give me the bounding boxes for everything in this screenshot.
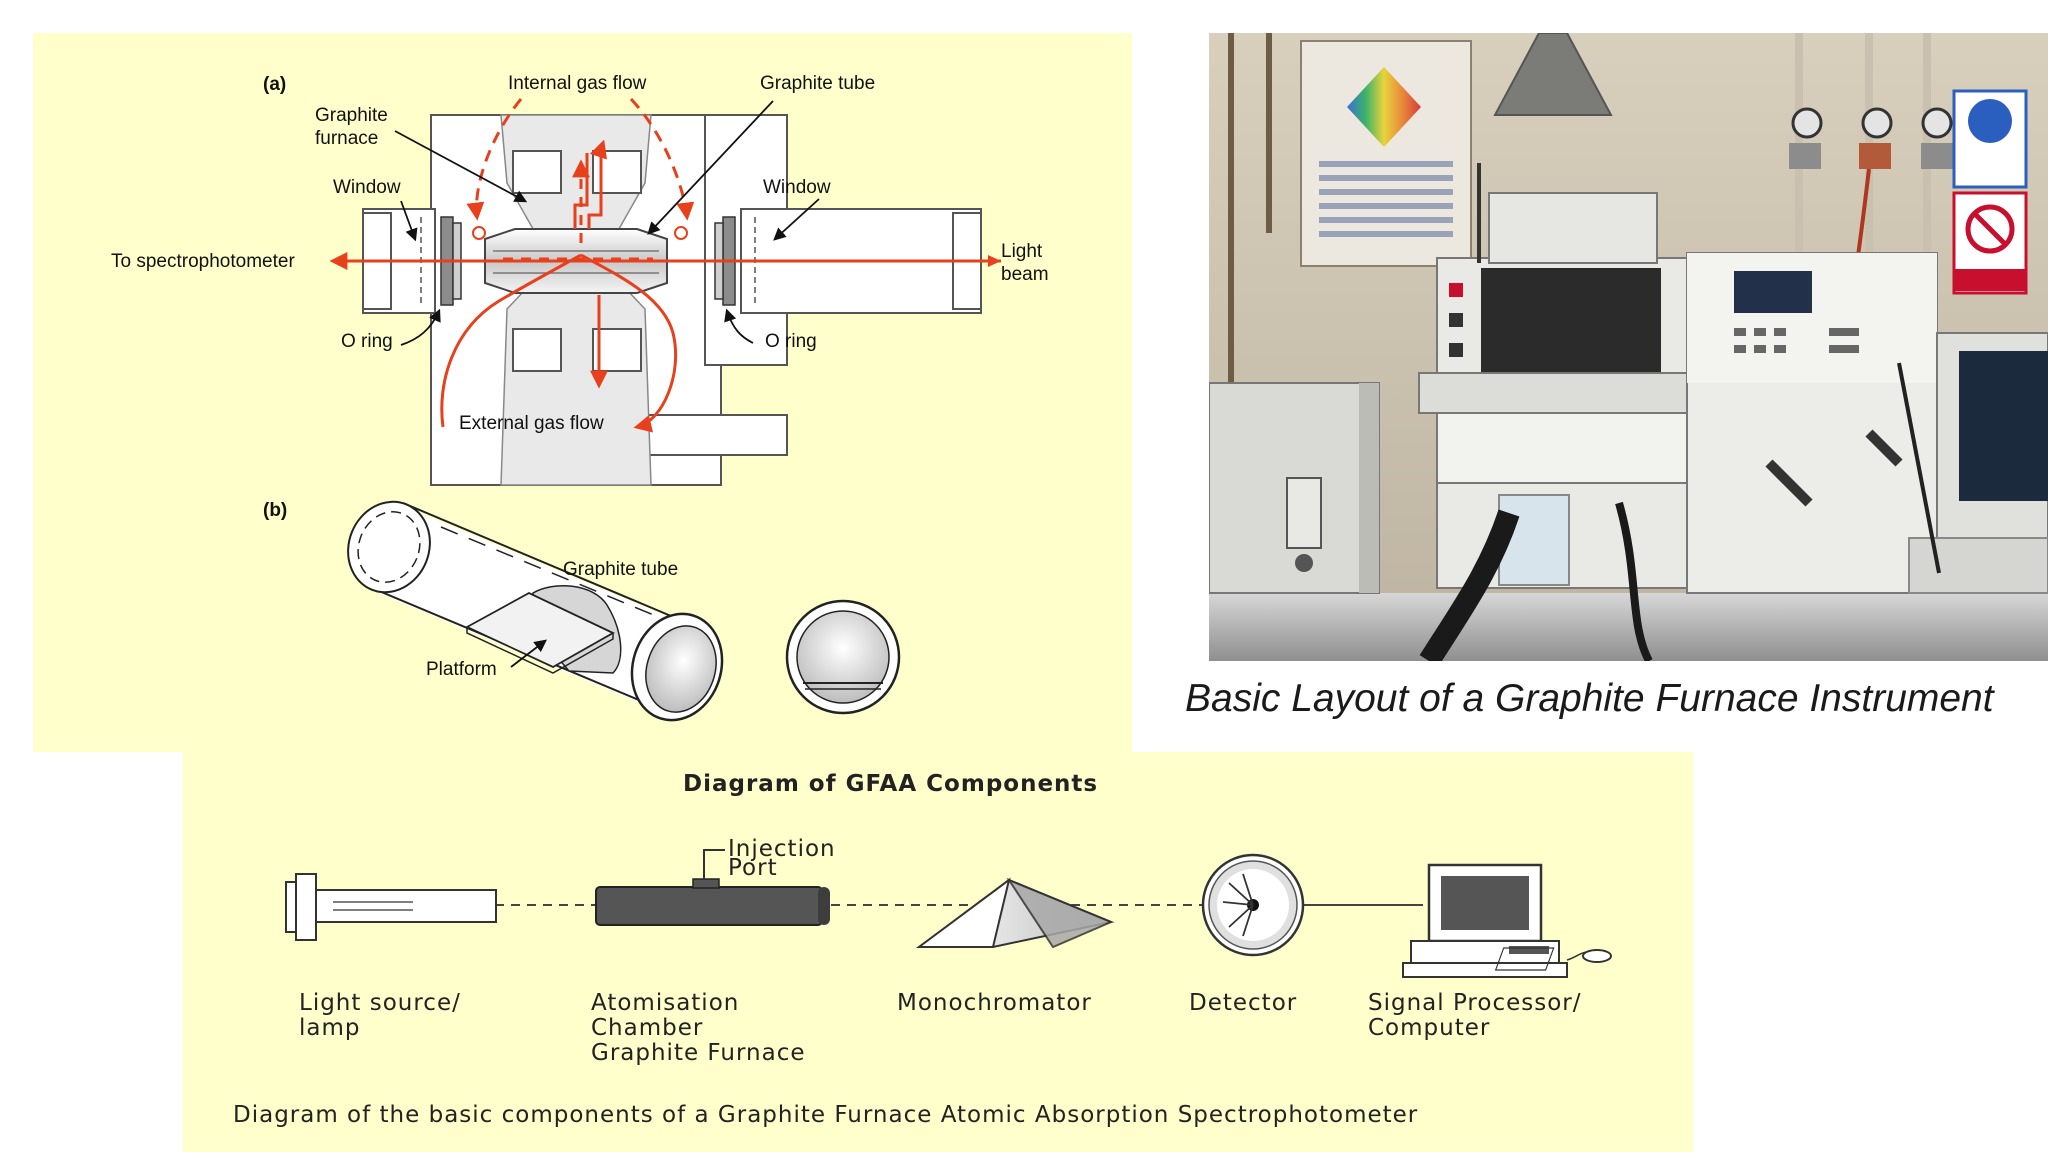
spectrometer-unit <box>1686 252 1938 594</box>
label-graphite-furnace-line2: furnace <box>315 128 378 149</box>
label-o-ring-left: O ring <box>341 331 393 352</box>
drain-hose <box>1419 509 1520 661</box>
lamp-icon <box>285 873 497 941</box>
instrument-photo <box>1209 33 2048 661</box>
label-window-right: Window <box>763 177 831 198</box>
label-signal-processor-line1: Signal Processor/ <box>1368 990 1582 1016</box>
label-detector: Detector <box>1189 990 1297 1016</box>
label-light-beam-line1: Light <box>1001 241 1043 262</box>
label-o-ring-right: O ring <box>765 331 817 352</box>
label-platform: Platform <box>426 659 497 680</box>
computer-icon <box>1402 863 1612 978</box>
label-window-left: Window <box>333 177 401 198</box>
computer-unit <box>1897 332 2048 594</box>
instrument-photo-svg <box>1209 33 2048 661</box>
label-atomisation-line2: Chamber <box>591 1015 703 1041</box>
label-monochromator: Monochromator <box>897 990 1092 1016</box>
photo-caption: Basic Layout of a Graphite Furnace Instr… <box>1185 677 1994 720</box>
power-supply-unit <box>1209 382 1380 594</box>
label-graphite-furnace-line1: Graphite <box>315 105 388 126</box>
part-a-label: (a) <box>263 74 286 95</box>
part-b-label: (b) <box>263 500 287 521</box>
label-light-source-line1: Light source/ <box>299 990 461 1016</box>
furnace-diagram-svg: (a) <box>111 73 1049 722</box>
lab-bench <box>1209 593 2048 661</box>
atomisation-chamber-icon <box>595 849 830 926</box>
label-to-spectrophotometer: To spectrophotometer <box>111 251 295 272</box>
label-light-source-line2: lamp <box>299 1015 361 1041</box>
label-atomisation-line1: Atomisation <box>591 990 739 1016</box>
label-light-beam-line2: beam <box>1001 264 1049 285</box>
autosampler-unit <box>1418 163 1710 589</box>
label-atomisation-line3: Graphite Furnace <box>591 1040 806 1066</box>
detector-icon <box>1201 853 1305 957</box>
label-injection-port-line1: Injection <box>728 836 836 862</box>
components-title: Diagram of GFAA Components <box>683 771 1098 797</box>
wall-pipes <box>1228 33 1272 413</box>
gfaa-components-svg: Diagram of GFAA Components Injection Por… <box>233 771 1612 1128</box>
component-labels: Light source/ lamp Atomisation Chamber G… <box>299 990 1582 1066</box>
external-gas-flow-arrows <box>440 253 678 433</box>
internal-gas-flow-arrows <box>466 97 695 261</box>
label-internal-gas-flow: Internal gas flow <box>508 73 647 94</box>
prism-icon <box>915 877 1115 949</box>
tube-end-view <box>785 599 901 715</box>
label-graphite-tube-b: Graphite tube <box>563 559 678 580</box>
safety-signs <box>1952 89 2028 295</box>
graphite-tube-3d <box>347 500 724 722</box>
label-signal-processor-line2: Computer <box>1368 1015 1490 1041</box>
graphite-furnace-diagram-panel: (a) <box>33 33 1132 752</box>
gfaa-components-panel: Diagram of GFAA Components Injection Por… <box>183 752 1693 1152</box>
label-external-gas-flow: External gas flow <box>459 413 604 434</box>
part-a-leader-lines <box>394 100 820 346</box>
label-injection-port-line2: Port <box>728 855 778 881</box>
components-footer: Diagram of the basic components of a Gra… <box>233 1102 1418 1128</box>
extraction-hood <box>1493 33 1613 116</box>
wall-poster <box>1300 40 1472 267</box>
label-graphite-tube-a: Graphite tube <box>760 73 875 94</box>
